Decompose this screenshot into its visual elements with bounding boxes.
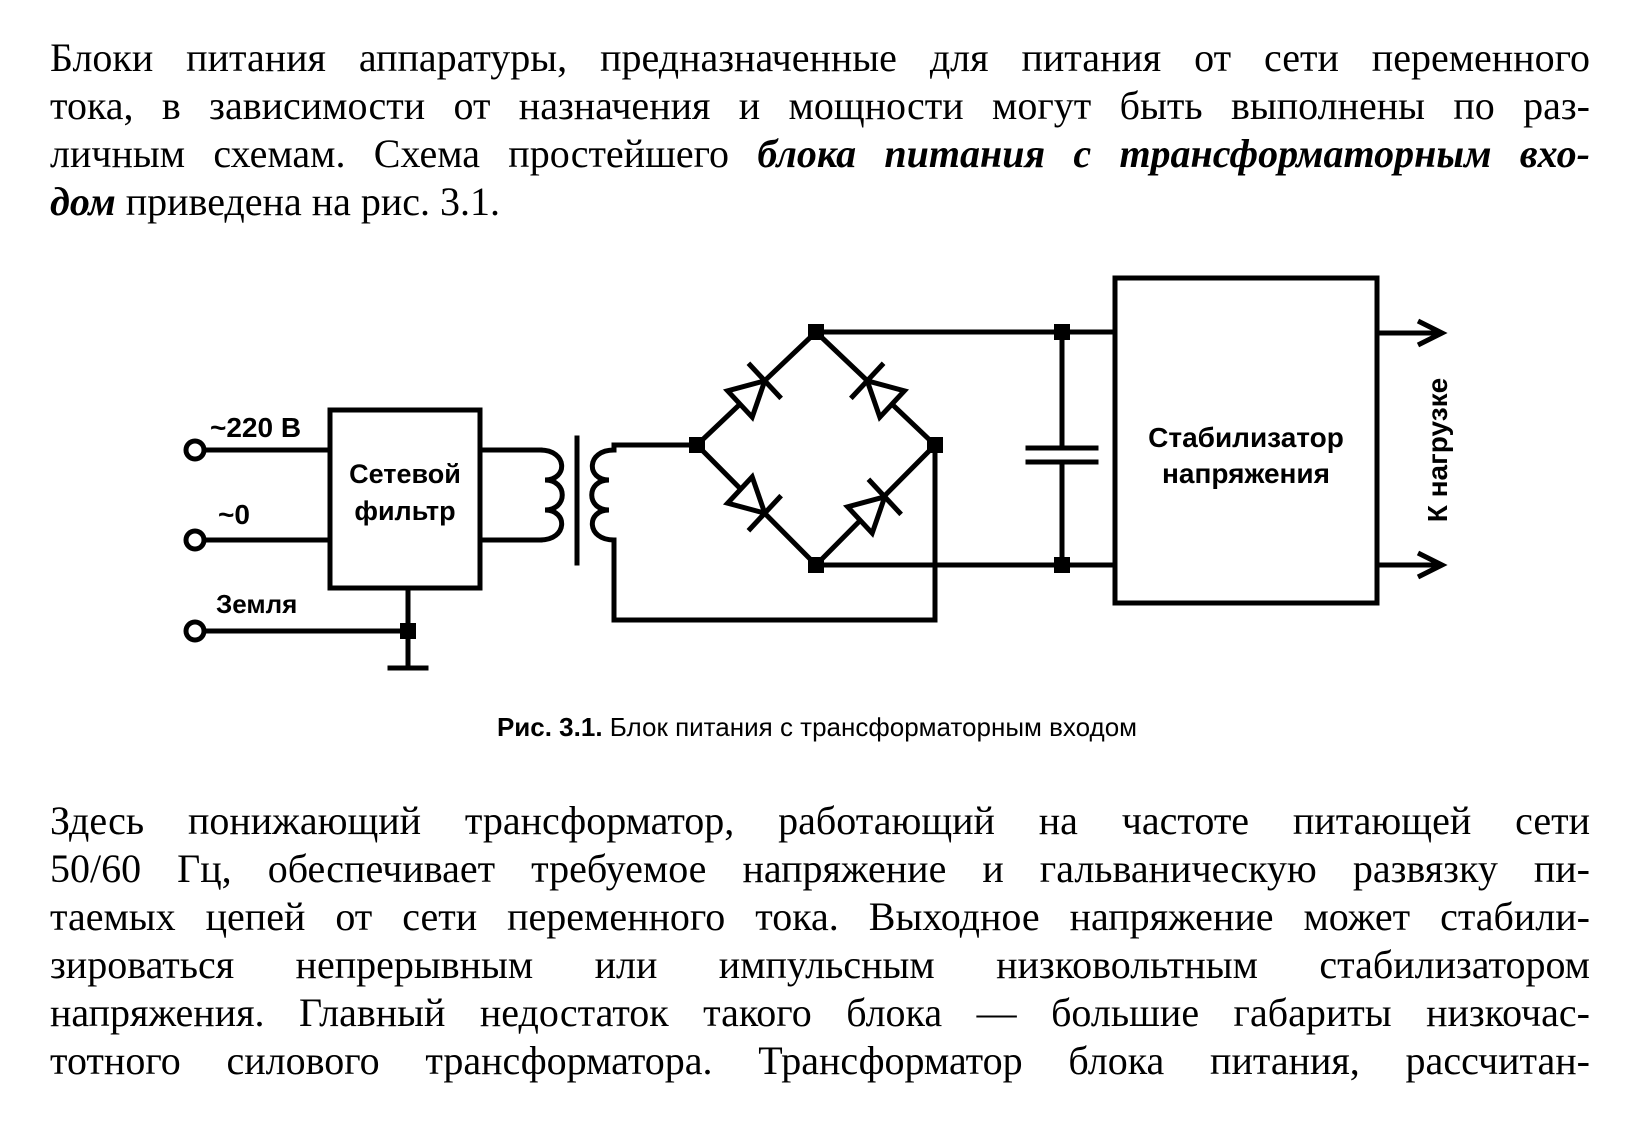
emphasis-term-part1: блока питания с трансформаторным вхо- xyxy=(757,131,1590,176)
terminal-ground xyxy=(183,619,207,643)
transformer-secondary-coil xyxy=(589,447,617,543)
body-line-3: таемых цепей от сети переменного тока. В… xyxy=(50,894,1590,939)
body-line-5: напряжения. Главный недостаток такого бл… xyxy=(50,990,1590,1035)
junction-bridge-right xyxy=(927,437,943,453)
bridge-diamond xyxy=(693,328,939,569)
diode-lower-left xyxy=(722,472,783,533)
junction-cap-bottom xyxy=(1054,557,1070,573)
intro-paragraph: Блоки питания аппаратуры, предназначенны… xyxy=(50,34,1590,226)
intro-line-4: дом приведена на рис. 3.1. xyxy=(50,178,1590,226)
terminal-220v xyxy=(183,438,207,462)
output-label: К нагрузке xyxy=(1422,378,1453,522)
body-line-4: зироваться непрерывным или импульсным ни… xyxy=(50,942,1590,987)
junction-cap-top xyxy=(1054,324,1070,340)
intro-line-3: личным схемам. Схема простейшего блока п… xyxy=(50,130,1590,178)
stabilizer-label-line1: Стабилизатор xyxy=(1148,422,1344,453)
intro-line-2: тока, в зависимости от назначения и мощн… xyxy=(50,83,1590,128)
terminal-0v xyxy=(183,528,207,552)
arrow-output-bottom xyxy=(1416,550,1448,580)
junction-bridge-top xyxy=(808,324,824,340)
junction-ground xyxy=(400,623,416,639)
filter-label-line1: Сетевой xyxy=(349,459,461,489)
body-line-1: Здесь понижающий трансформатор, работающ… xyxy=(50,798,1590,843)
diode-lower-right xyxy=(842,477,903,538)
arrow-output-top xyxy=(1416,318,1448,348)
stabilizer-box xyxy=(1112,275,1380,606)
junction-bridge-left xyxy=(689,437,705,453)
junction-bridge-bottom xyxy=(808,557,824,573)
diode-upper-left xyxy=(722,361,783,422)
intro-line-4-text: приведена на рис. 3.1. xyxy=(115,179,501,224)
wire-secondary-return xyxy=(611,442,938,623)
label-ground: Земля xyxy=(216,589,297,619)
transformer-primary-coil xyxy=(537,447,565,543)
caption-text: Блок питания с трансформаторным входом xyxy=(602,712,1138,742)
network-filter-box xyxy=(327,407,483,591)
caption-number: Рис. 3.1. xyxy=(496,712,603,742)
label-0v: ~0 xyxy=(218,499,250,530)
diode-upper-right xyxy=(849,361,910,422)
filter-label-line2: фильтр xyxy=(354,496,455,526)
label-220v: ~220 В xyxy=(210,412,301,443)
stabilizer-label-line2: напряжения xyxy=(1162,458,1330,489)
body-paragraph: Здесь понижающий трансформатор, работающ… xyxy=(50,797,1590,1085)
intro-line-3-text: личным схемам. Схема простейшего xyxy=(50,131,758,176)
body-line-2: 50/60 Гц, обеспечивает требуемое напряже… xyxy=(50,846,1590,891)
figure-caption: Рис. 3.1. Блок питания с трансформаторны… xyxy=(0,712,1634,743)
intro-line-1: Блоки питания аппаратуры, предназначенны… xyxy=(50,35,1590,80)
body-line-6: тотного силового трансформатора. Трансфо… xyxy=(50,1038,1590,1083)
emphasis-term-part2: дом xyxy=(50,179,116,224)
